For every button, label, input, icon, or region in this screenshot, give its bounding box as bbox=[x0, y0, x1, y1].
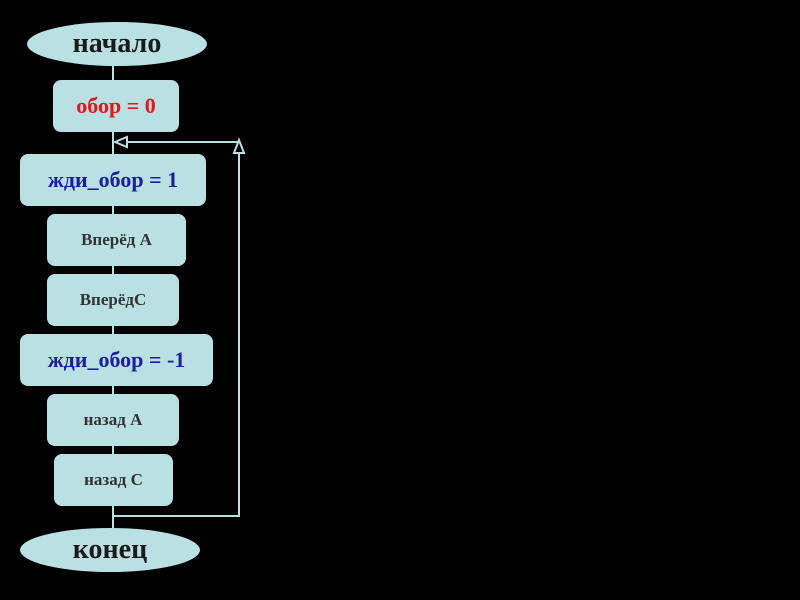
step-forward-c: ВперёдС bbox=[47, 274, 179, 326]
step-obor-0: обор = 0 bbox=[53, 80, 179, 132]
step-back-a: назад А bbox=[47, 394, 179, 446]
step-wait-obor-1: жди_обор = 1 bbox=[20, 154, 206, 206]
loop-arrow-up-icon bbox=[232, 137, 246, 154]
step-wait-obor-minus-1: жди_обор = -1 bbox=[20, 334, 213, 386]
loop-back-line bbox=[113, 141, 240, 517]
start-terminal: начало bbox=[27, 22, 207, 66]
loop-arrow-left-icon bbox=[112, 135, 128, 149]
end-terminal: конец bbox=[20, 528, 200, 572]
step-back-c: назад С bbox=[54, 454, 173, 506]
step-forward-a: Вперёд А bbox=[47, 214, 186, 266]
